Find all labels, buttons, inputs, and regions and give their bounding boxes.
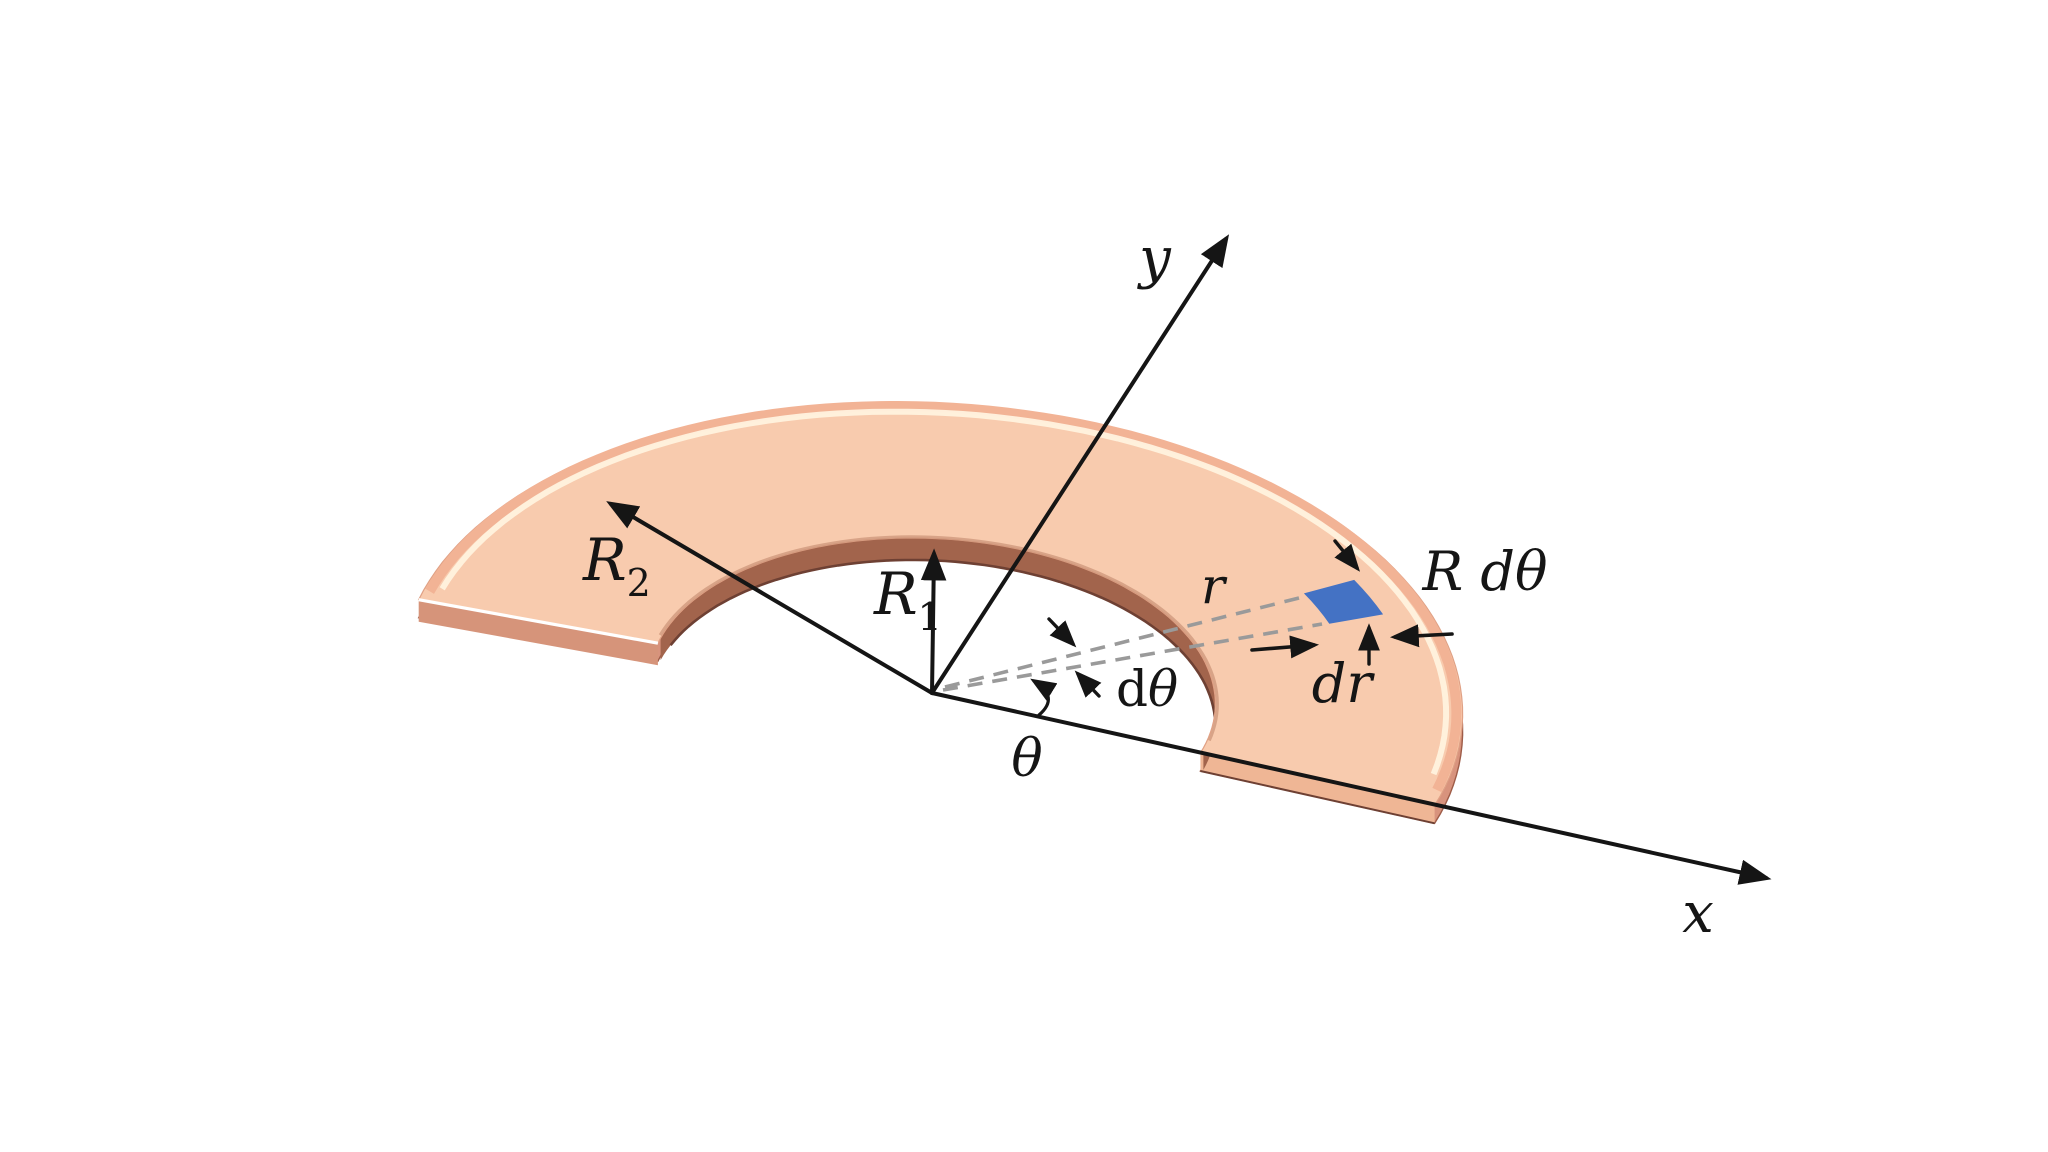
label-outer-radius-sub: 2	[627, 561, 651, 605]
label-inner-radius-base: R	[873, 560, 918, 628]
label-radius-r: r	[1201, 557, 1228, 615]
area-element-blue	[1303, 579, 1384, 624]
label-dtheta: dθ	[1116, 660, 1178, 718]
dashed-radius-line-upper	[944, 594, 1308, 689]
dtheta-pointer-upper	[1047, 617, 1077, 648]
ring-outer-edge-band	[425, 400, 1462, 793]
label-dtheta-d: d	[1116, 660, 1148, 718]
label-dtheta-theta: θ	[1148, 660, 1178, 718]
ring-right-cut-face	[1200, 753, 1435, 824]
ring-left-cut-top-highlight	[418, 598, 659, 645]
dr-pointer-right-side	[1389, 624, 1454, 648]
theta-angle-arc-arrow	[1030, 678, 1058, 717]
label-x-axis: x	[1682, 881, 1714, 946]
ring-inner-edge-tint	[658, 535, 1219, 742]
half-annulus-ring	[417, 400, 1464, 825]
dtheta-pointer-lower	[1074, 670, 1102, 698]
label-theta: θ	[1011, 729, 1042, 789]
label-radial-width-dr: dr	[1312, 652, 1376, 715]
arc-length-pointer-top	[1333, 539, 1361, 572]
label-arc-length-Rdtheta: R dθ	[1422, 540, 1548, 603]
x-axis-arrow	[930, 691, 1772, 885]
label-y-axis: y	[1136, 226, 1172, 291]
ring-right-cut-bottom-edge	[1200, 770, 1435, 825]
outer-radius-arrow	[606, 501, 934, 695]
inner-radius-arrow	[920, 548, 947, 695]
dashed-radius-line-lower	[942, 622, 1323, 692]
labels-group: y x R2 R1 r R dθ dr dθ θ	[582, 226, 1714, 946]
label-inner-radius: R1	[873, 560, 942, 639]
arrows-group	[606, 234, 1772, 885]
dr-pointer-left-side	[1250, 635, 1320, 659]
y-axis-arrow	[930, 234, 1230, 695]
ring-inner-wall-bottom-edge	[669, 558, 1217, 750]
ring-left-cut-face	[418, 599, 658, 666]
ring-outer-edge-highlight	[439, 408, 1450, 776]
label-outer-radius: R2	[582, 526, 651, 605]
label-outer-radius-base: R	[582, 526, 627, 594]
label-inner-radius-sub: 1	[918, 595, 942, 639]
